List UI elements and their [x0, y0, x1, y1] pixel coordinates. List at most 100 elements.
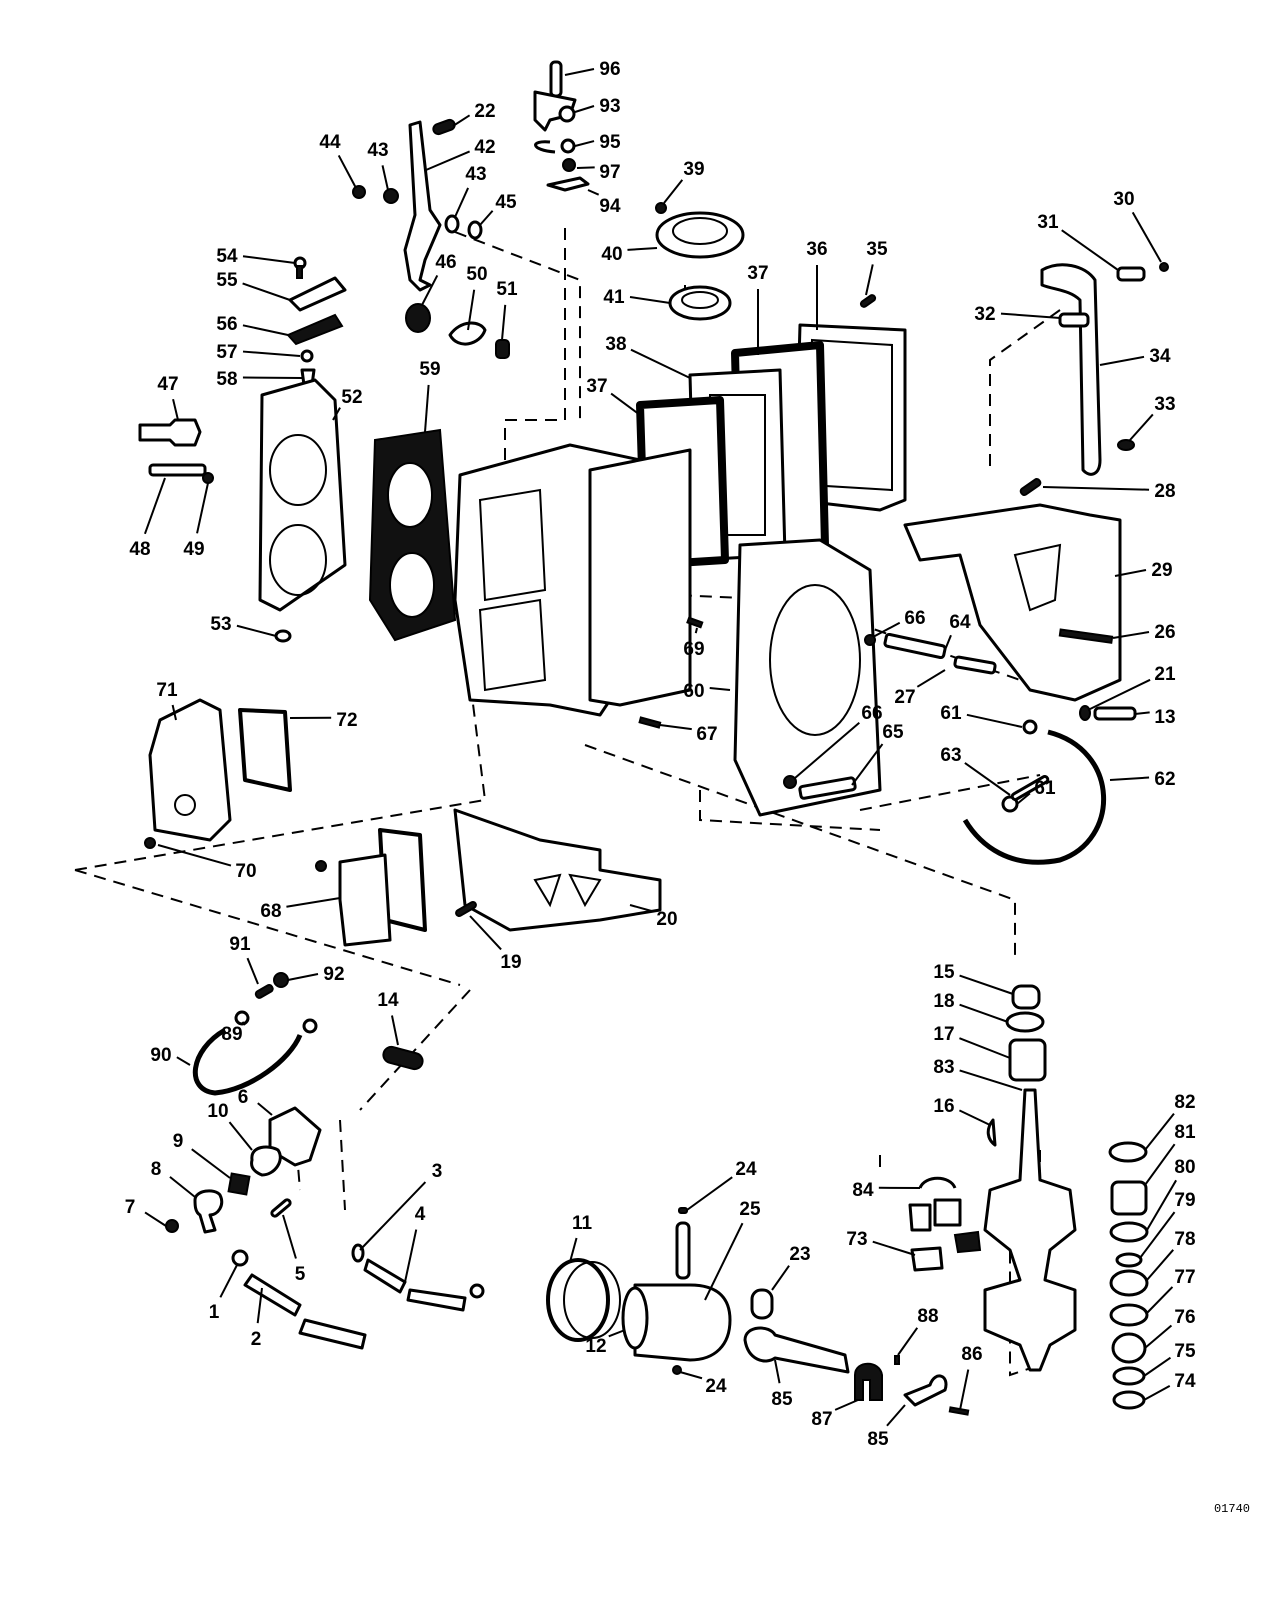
callout-number: 66	[904, 608, 925, 629]
callout-leader	[872, 621, 901, 638]
callout-number: 81	[1174, 1122, 1196, 1143]
callout-49: 49	[183, 482, 209, 560]
part-70-screw-b	[315, 860, 327, 872]
callout-number: 44	[319, 132, 341, 153]
part-43-washer-b	[444, 214, 460, 234]
callout-number: 37	[747, 263, 768, 284]
callout-leader	[865, 264, 874, 296]
callout-leader	[686, 1176, 733, 1211]
part-1-clamp	[231, 1249, 249, 1267]
callout-77: 77	[1146, 1267, 1196, 1314]
callout-leader	[1144, 1143, 1176, 1186]
part-84-bearing-set	[908, 1176, 962, 1232]
part-89-clamp-b	[302, 1018, 318, 1034]
part-94-clip	[546, 176, 590, 192]
callout-number: 52	[341, 387, 362, 408]
callout-leader	[191, 1148, 231, 1179]
callout-83: 83	[933, 1057, 1023, 1091]
callout-leader	[390, 1015, 399, 1046]
callout-number: 85	[771, 1389, 793, 1410]
callout-leader	[944, 634, 952, 651]
callout-leader	[257, 1102, 273, 1116]
part-66-washer-a	[864, 634, 876, 646]
callout-number: 34	[1149, 346, 1171, 367]
callout-leader	[286, 897, 341, 908]
part-16-key	[986, 1118, 997, 1147]
callout-12: 12	[585, 1329, 626, 1357]
part-26-bolt	[1058, 628, 1114, 644]
part-88-pin	[894, 1355, 900, 1365]
callout-61: 61	[940, 703, 1023, 728]
part-91-fitting	[254, 984, 274, 999]
part-52-cylinder-head	[258, 378, 347, 612]
part-39-screw	[655, 202, 667, 214]
callout-5: 5	[282, 1214, 306, 1285]
callout-number: 7	[125, 1197, 136, 1218]
callout-4: 4	[404, 1204, 426, 1283]
callout-42: 42	[425, 137, 496, 171]
part-81-needle-bearing	[1110, 1180, 1148, 1216]
callout-18: 18	[933, 991, 1009, 1023]
callout-88: 88	[897, 1306, 939, 1356]
callout-leader	[1146, 1249, 1174, 1281]
callout-leader	[1114, 569, 1147, 577]
part-4-hose	[363, 1258, 467, 1312]
callout-leader	[404, 1229, 418, 1283]
callout-40: 40	[601, 244, 658, 265]
callout-58: 58	[216, 369, 303, 390]
part-40-cover-ring	[655, 211, 745, 259]
callout-number: 62	[1154, 769, 1175, 790]
callout-number: 36	[806, 239, 827, 260]
part-21-washer	[1079, 705, 1091, 721]
callout-leader	[479, 210, 494, 226]
part-33-plug	[1117, 439, 1135, 451]
callout-number: 95	[599, 132, 621, 153]
callout-number: 10	[207, 1101, 228, 1122]
part-11-piston-rings	[546, 1258, 621, 1342]
part-23-bearing	[750, 1288, 774, 1320]
callout-52: 52	[332, 387, 363, 421]
callout-number: 46	[435, 252, 456, 273]
callout-82: 82	[1144, 1092, 1196, 1151]
callout-66: 66	[794, 703, 883, 779]
part-55-cover	[288, 276, 347, 312]
callout-43: 43	[367, 140, 389, 191]
callout-number: 82	[1174, 1092, 1195, 1113]
callout-number: 48	[129, 539, 150, 560]
callout-leader	[425, 150, 471, 171]
part-17-bearing	[1008, 1038, 1047, 1082]
callout-leader	[1144, 1112, 1175, 1151]
callout-number: 89	[221, 1024, 242, 1045]
callout-31: 31	[1037, 212, 1119, 271]
callout-number: 91	[229, 934, 251, 955]
callout-leader	[256, 1287, 263, 1324]
callout-number: 27	[894, 687, 915, 708]
callout-leader	[663, 179, 684, 204]
callout-leader	[709, 686, 731, 691]
callout-number: 54	[216, 246, 238, 267]
callout-leader	[236, 624, 277, 637]
callout-leader	[1143, 1356, 1172, 1377]
callout-25: 25	[704, 1199, 761, 1301]
callout-number: 33	[1154, 394, 1175, 415]
callout-57: 57	[216, 342, 301, 363]
callout-leader	[424, 384, 430, 433]
callout-number: 38	[605, 334, 626, 355]
callout-leader	[228, 1121, 253, 1151]
callout-leader	[452, 114, 471, 127]
callout-91: 91	[229, 934, 259, 985]
part-34-tube	[1040, 263, 1102, 476]
callout-leader	[1144, 1324, 1173, 1349]
callout-number: 29	[1151, 560, 1172, 581]
part-67-pin	[638, 716, 662, 729]
part-2-hose	[243, 1273, 367, 1350]
callout-leader	[337, 154, 357, 189]
callout-number: 31	[1037, 212, 1059, 233]
callout-number: 83	[933, 1057, 954, 1078]
callout-number: 55	[216, 270, 238, 291]
callout-number: 61	[940, 703, 962, 724]
callout-number: 58	[216, 369, 237, 390]
callout-number: 8	[151, 1159, 162, 1180]
part-89-clamp-a	[234, 1010, 250, 1026]
